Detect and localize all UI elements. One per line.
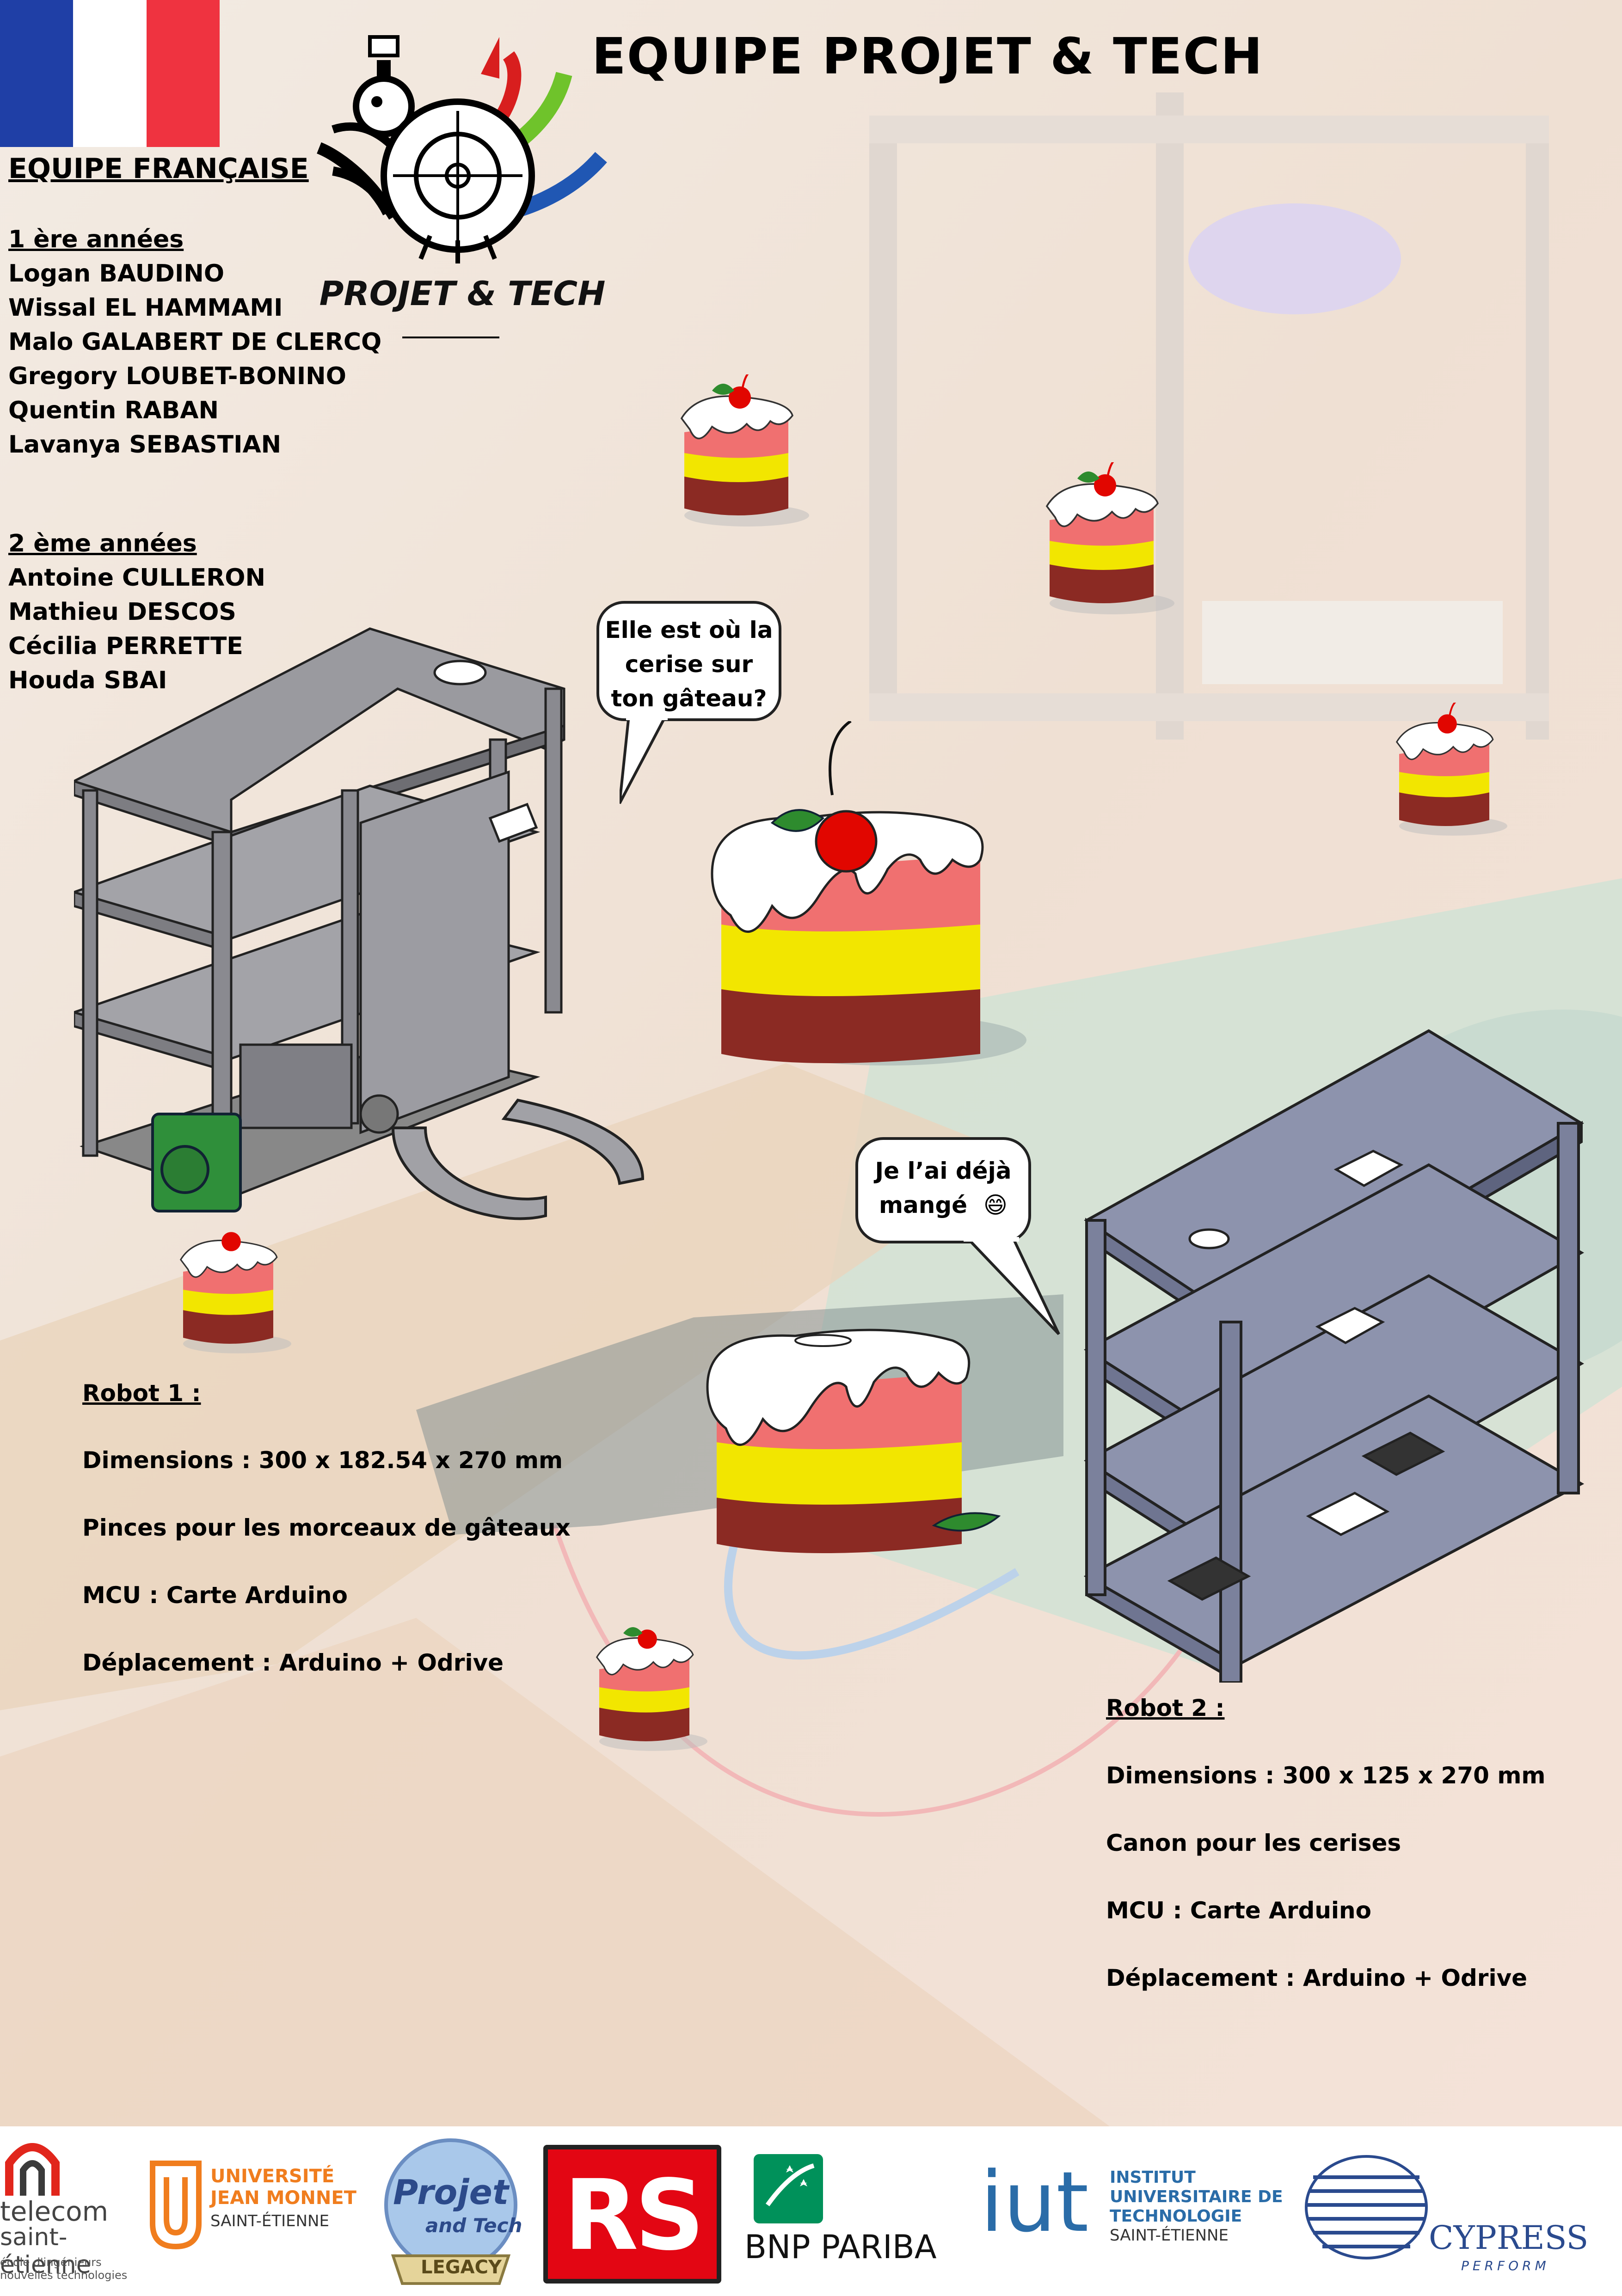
robot2-spec: Déplacement : Arduino + Odrive <box>1106 1965 1528 1991</box>
answer-line: mangé 😄 <box>858 1188 1028 1222</box>
logo-text: PROJET & TECH <box>319 274 606 313</box>
team-member: Malo GALABERT DE CLERCQ <box>8 328 382 356</box>
question-line: cerise sur <box>625 651 753 678</box>
telecom-emblem-icon <box>5 2143 60 2196</box>
telecom-line3: école d'ingénieurs <box>0 2256 102 2269</box>
team-member: Logan BAUDINO <box>8 260 225 288</box>
bnp-stars-icon <box>754 2154 823 2223</box>
eaten-cake <box>706 1329 1001 1553</box>
team-member: Wissal EL HAMMAMI <box>8 294 283 322</box>
team-member: Mathieu DESCOS <box>8 598 236 626</box>
bubble-tail <box>620 716 668 804</box>
iut-line4: SAINT-ÉTIENNE <box>1110 2226 1229 2245</box>
robot1-spec: Dimensions : 300 x 182.54 x 270 mm <box>82 1447 563 1474</box>
cypress-line1: CYPRESS <box>1429 2219 1589 2257</box>
smile-emoji-icon: 😄 <box>983 1192 1008 1218</box>
page-title: EQUIPE PROJET & TECH <box>592 28 1264 86</box>
robot2-spec: Canon pour les cerises <box>1106 1830 1401 1856</box>
iut-line1: INSTITUT <box>1110 2168 1196 2187</box>
legacy-line3: LEGACY <box>421 2257 502 2278</box>
bnp-text: BNP PARIBA <box>744 2228 937 2266</box>
question-line: ton gâteau? <box>611 685 767 712</box>
robot1-spec: Pinces pour les morceaux de gâteaux <box>82 1514 571 1541</box>
telecom-logo: telecom saint-étienne école d'ingénieurs… <box>0 2126 148 2296</box>
ujm-line3: SAINT-ÉTIENNE <box>210 2212 329 2230</box>
cypress-line2: PERFORM <box>1461 2258 1550 2273</box>
answer-text: mangé <box>879 1192 968 1218</box>
team-member: Houda SBAI <box>8 667 167 694</box>
legacy-logo: Projet and Tech LEGACY <box>375 2136 527 2293</box>
robot1-spec: MCU : Carte Arduino <box>82 1582 348 1609</box>
french-flag <box>0 0 220 147</box>
answer-line: Je l’ai déjà <box>875 1157 1012 1184</box>
big-cake-with-cherry <box>711 721 1026 1065</box>
iut-logo: iut INSTITUT UNIVERSITAIRE DE TECHNOLOGI… <box>980 2154 1295 2270</box>
flag-red-stripe <box>146 0 220 147</box>
projet-tech-logo: PROJET & TECH <box>316 35 607 338</box>
first-year-heading: 1 ère années <box>8 226 184 253</box>
cake-icon <box>179 1232 291 1353</box>
ujm-emblem-icon <box>150 2161 202 2250</box>
robot2-spec: Dimensions : 300 x 125 x 270 mm <box>1106 1762 1546 1789</box>
ujm-line2: JEAN MONNET <box>210 2187 356 2209</box>
team-member: Quentin RABAN <box>8 397 219 424</box>
robot1-title: Robot 1 : <box>82 1380 201 1407</box>
ujm-logo: UNIVERSITÉ JEAN MONNET SAINT-ÉTIENNE <box>148 2149 370 2270</box>
sponsor-footer: telecom saint-étienne école d'ingénieurs… <box>0 2126 1622 2296</box>
telecom-line2: saint-étienne <box>0 2223 91 2279</box>
cake-icon <box>1045 462 1174 614</box>
cypress-globe-icon <box>1305 2155 1428 2259</box>
robot2-cad-model <box>1083 1029 1585 1683</box>
iut-line2: UNIVERSITAIRE DE <box>1110 2187 1283 2206</box>
team-member: Cécilia PERRETTE <box>8 632 243 660</box>
bnp-logo: BNP PARIBA <box>744 2154 985 2274</box>
cake-icon <box>1395 703 1507 836</box>
bubble-tail <box>964 1237 1060 1335</box>
legacy-line2: and Tech <box>425 2214 522 2237</box>
iut-short-text: iut <box>980 2154 1089 2251</box>
speech-bubble-question: Elle est où la cerise sur ton gâteau? <box>596 601 781 721</box>
cake-icon <box>680 374 809 527</box>
robot1-cad-model <box>74 627 645 1220</box>
team-heading: EQUIPE FRANÇAISE <box>8 153 309 185</box>
question-line: Elle est où la <box>605 617 773 643</box>
legacy-badge-icon <box>384 2138 517 2285</box>
cake-icon <box>596 1627 707 1751</box>
team-member: Antoine CULLERON <box>8 564 266 592</box>
telecom-line4: nouvelles technologies <box>0 2269 128 2282</box>
robot2-spec: MCU : Carte Arduino <box>1106 1897 1371 1924</box>
legacy-line1: Projet <box>393 2173 509 2212</box>
telecom-line1: telecom <box>0 2196 109 2227</box>
flag-white-stripe <box>73 0 147 147</box>
flag-blue-stripe <box>0 0 74 147</box>
team-member: Lavanya SEBASTIAN <box>8 431 282 459</box>
cypress-logo: CYPRESS PERFORM <box>1304 2154 1609 2279</box>
team-member: Gregory LOUBET-BONINO <box>8 362 346 390</box>
speech-bubble-answer: Je l’ai déjà mangé 😄 <box>855 1137 1031 1243</box>
second-year-heading: 2 ème années <box>8 530 197 557</box>
ujm-line1: UNIVERSITÉ <box>210 2166 335 2187</box>
robot2-title: Robot 2 : <box>1106 1695 1225 1721</box>
robot1-spec: Déplacement : Arduino + Odrive <box>82 1649 504 1676</box>
iut-line3: TECHNOLOGIE <box>1110 2207 1242 2226</box>
rs-logo: RS <box>543 2145 721 2284</box>
rs-text: RS <box>564 2159 705 2272</box>
